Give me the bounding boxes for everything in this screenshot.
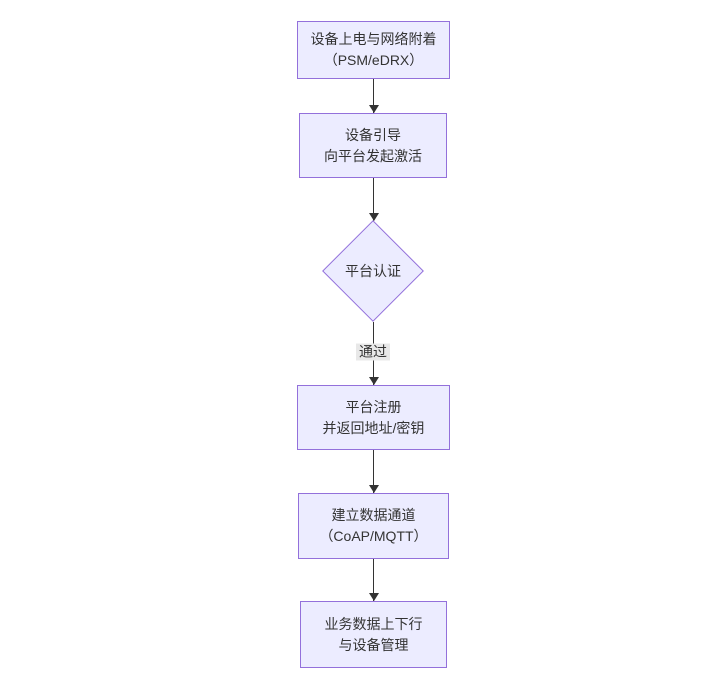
node-text-line: 并返回地址/密钥 xyxy=(322,419,425,436)
node-text-line: 建立数据通道 xyxy=(331,507,416,523)
node-text-line: 业务数据上下行 xyxy=(324,615,423,632)
node-text-line: 平台认证 xyxy=(345,263,401,279)
flow-node-bootstrap: 设备引导 向平台发起激活 xyxy=(299,113,447,178)
node-text-line: （CoAP/MQTT） xyxy=(319,528,428,544)
node-text-line: 设备上电与网络附着 xyxy=(310,31,437,47)
node-text-line: 平台注册 xyxy=(345,398,402,415)
node-text-line: （PSM/eDRX） xyxy=(323,52,424,68)
edge-label-pass: 通过 xyxy=(356,343,390,361)
arrow-channel-to-business xyxy=(373,559,374,601)
flow-node-data-channel: 建立数据通道 （CoAP/MQTT） xyxy=(298,493,449,559)
node-text-line: 设备引导 xyxy=(345,126,401,143)
arrow-register-to-channel xyxy=(373,450,374,493)
node-text-line: 与设备管理 xyxy=(338,636,409,653)
node-text-line: 向平台发起激活 xyxy=(324,147,422,164)
flow-node-power-attach: 设备上电与网络附着 （PSM/eDRX） xyxy=(297,21,450,79)
flow-node-business: 业务数据上下行 与设备管理 xyxy=(300,601,447,668)
arrow-bootstrap-to-auth xyxy=(373,178,374,221)
flow-node-register: 平台注册 并返回地址/密钥 xyxy=(297,385,450,450)
flow-node-platform-auth: 平台认证 xyxy=(322,220,424,322)
arrow-power-to-bootstrap xyxy=(373,79,374,113)
